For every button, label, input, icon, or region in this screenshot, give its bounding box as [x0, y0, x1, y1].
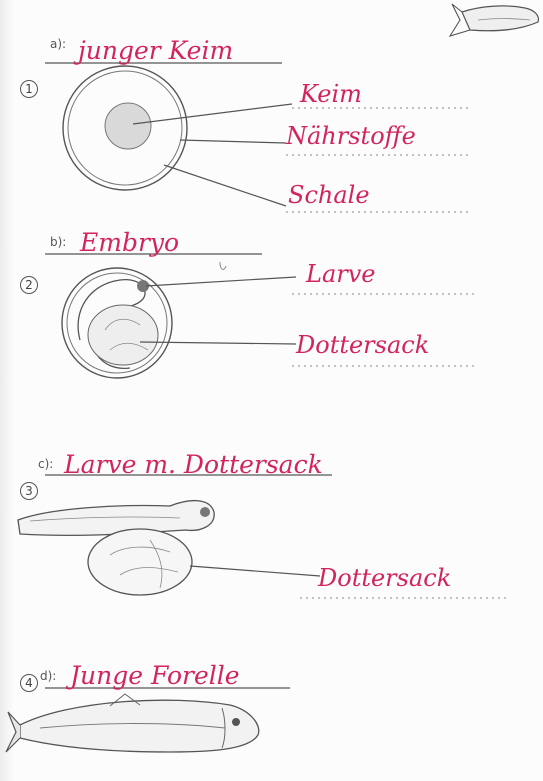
fish-fragment-icon — [450, 4, 538, 36]
section-number-2: 2 — [20, 276, 38, 294]
label-keim: Keim — [300, 82, 362, 106]
label-dottersack-2: Dottersack — [296, 333, 429, 357]
label-larve: Larve — [306, 262, 375, 286]
title-larve-m-dottersack: Larve m. Dottersack — [64, 452, 323, 477]
young-trout-icon — [6, 694, 259, 752]
section-number-3: 3 — [20, 482, 38, 500]
title-junge-forelle: Junge Forelle — [70, 663, 240, 688]
label-schale: Schale — [288, 183, 370, 207]
section-number-1: 1 — [20, 80, 38, 98]
section-letter-d: d): — [40, 670, 56, 682]
section-letter-c: c): — [38, 458, 53, 470]
section-number-4: 4 — [20, 674, 38, 692]
title-junger-keim: junger Keim — [78, 38, 233, 63]
embryo-egg-icon — [62, 262, 226, 378]
label-naehrstoffe: Nährstoffe — [286, 124, 416, 148]
section-letter-b: b): — [50, 236, 66, 248]
section-letter-a: a): — [50, 38, 66, 50]
egg-pointer-lines — [133, 104, 292, 206]
title-embryo: Embryo — [80, 230, 179, 255]
egg-icon — [63, 66, 187, 190]
label-dottersack-3: Dottersack — [318, 566, 451, 590]
embryo-pointer-lines — [140, 277, 296, 344]
larva-pointer-line — [190, 566, 320, 576]
larva-icon — [18, 501, 214, 595]
